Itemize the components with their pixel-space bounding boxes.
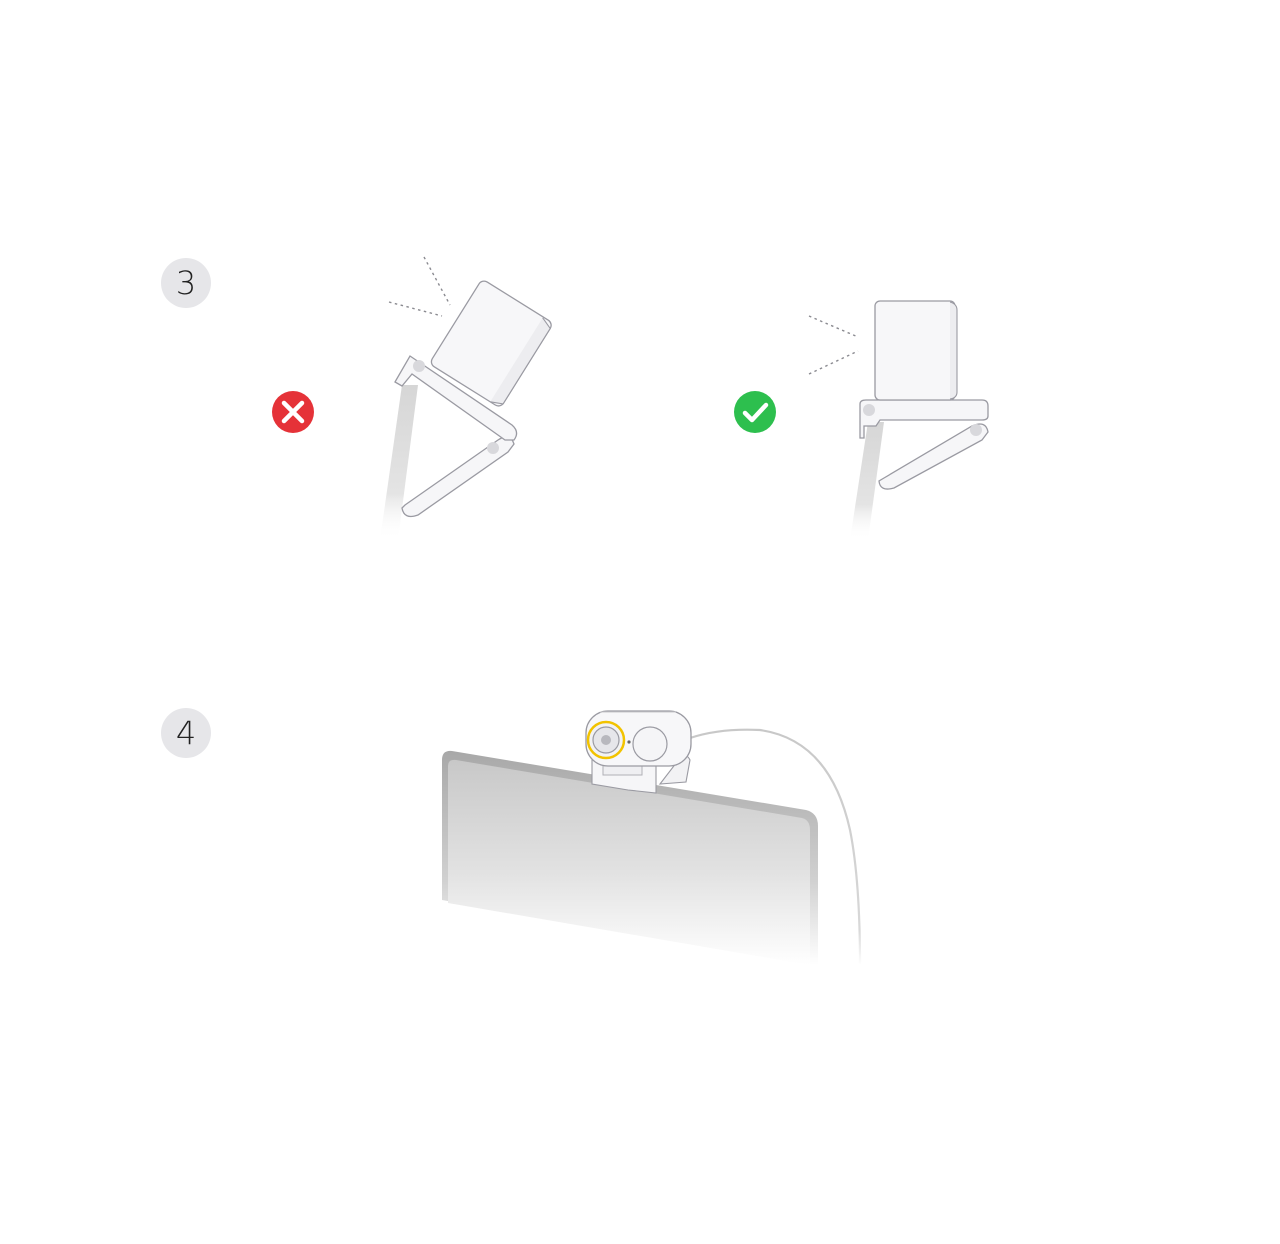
checkmark-icon-bg bbox=[734, 391, 776, 433]
view-line bbox=[808, 350, 859, 375]
level-webcam-diagram bbox=[808, 300, 989, 540]
step-3-badge: 3 bbox=[161, 258, 211, 308]
stand-pole bbox=[380, 385, 418, 540]
clip-hinge bbox=[863, 404, 875, 416]
view-line bbox=[808, 315, 859, 338]
status-led bbox=[627, 740, 631, 744]
right-indicator bbox=[734, 391, 776, 433]
camera-body bbox=[430, 280, 552, 407]
folding-arm bbox=[878, 423, 989, 490]
view-line bbox=[423, 256, 451, 306]
step-3-number: 3 bbox=[175, 264, 197, 302]
arm-hinge bbox=[487, 442, 499, 454]
privacy-cover bbox=[632, 726, 668, 762]
monitor-screen bbox=[448, 759, 810, 965]
wrong-indicator bbox=[272, 391, 314, 433]
mount-clip bbox=[394, 355, 518, 441]
camera-body bbox=[874, 300, 956, 401]
step-4-number: 4 bbox=[175, 714, 197, 752]
view-line bbox=[388, 301, 443, 317]
arm-hinge bbox=[970, 424, 982, 436]
clip-hinge bbox=[413, 360, 425, 372]
lens-center bbox=[601, 735, 611, 745]
usb-cable bbox=[689, 728, 862, 966]
cross-icon bbox=[281, 400, 305, 424]
checkmark-icon bbox=[742, 402, 769, 423]
mount-clip bbox=[859, 399, 989, 439]
monitor-diagram bbox=[442, 710, 862, 966]
stand-pole bbox=[850, 422, 884, 540]
step-4-badge: 4 bbox=[161, 708, 211, 758]
tilted-webcam-diagram bbox=[380, 256, 552, 540]
